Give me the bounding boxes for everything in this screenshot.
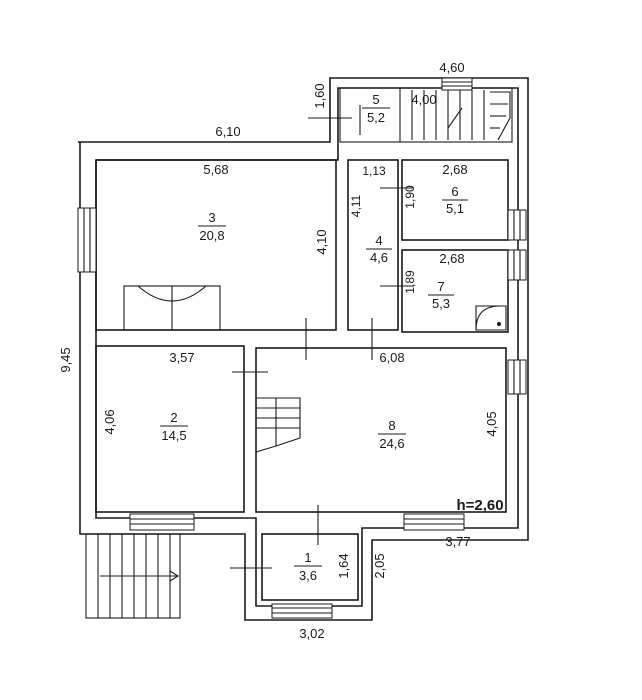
- window-room6: [507, 209, 527, 241]
- room-2-area: 14,5: [161, 428, 186, 443]
- room-7-number: 7: [437, 279, 444, 294]
- dim-porch-width: 3,02: [299, 626, 324, 641]
- exterior-walls: [78, 77, 529, 621]
- stairs-interior: [255, 397, 301, 453]
- windows: [77, 77, 527, 619]
- dim-room2-width: 3,57: [169, 350, 194, 365]
- room-6-area: 5,1: [446, 201, 464, 216]
- window-west: [77, 207, 97, 273]
- ceiling-height-note: h=2,60: [456, 497, 503, 514]
- dim-room3-height: 4,10: [314, 229, 329, 254]
- window-room7: [507, 249, 527, 281]
- dim-room6-width: 2,68: [442, 162, 467, 177]
- window-room2-south: [129, 513, 195, 531]
- room-5-area: 5,2: [367, 110, 385, 125]
- window-room1: [271, 603, 333, 619]
- room-labels: 3 20,8 2 14,5 8 24,6 4 4,6 6 5,1 7 5,3 5…: [160, 92, 468, 583]
- dim-room4-width: 1,13: [362, 164, 386, 178]
- dim-overall-height: 9,45: [58, 347, 73, 372]
- stairs-entrance: [85, 533, 181, 619]
- window-room8-south: [403, 513, 465, 531]
- room-1-area: 3,6: [299, 568, 317, 583]
- dim-room8-height: 4,05: [484, 411, 499, 436]
- dim-overall-width: 6,10: [215, 124, 240, 139]
- dim-room7-height: 1,89: [403, 270, 417, 294]
- dim-room3-width: 5,68: [203, 162, 228, 177]
- room-5-number: 5: [372, 92, 379, 107]
- dim-room7-width: 2,68: [439, 251, 464, 266]
- shower: [475, 305, 507, 331]
- window-room5: [441, 77, 473, 91]
- dim-room1-height: 1,64: [336, 553, 351, 578]
- dim-room5-inner: 4,00: [411, 92, 436, 107]
- dim-room4-height: 4,11: [349, 194, 363, 217]
- stairs-top: [411, 90, 511, 141]
- room-4-area: 4,6: [370, 250, 388, 265]
- window-room8-east: [507, 359, 527, 395]
- door-markers: [230, 105, 414, 569]
- room-3-area: 20,8: [199, 228, 224, 243]
- fireplace: [123, 285, 221, 331]
- dim-room8-width: 6,08: [379, 350, 404, 365]
- room-4-number: 4: [375, 233, 382, 248]
- dim-room5-width: 4,60: [439, 60, 464, 75]
- room-3-number: 3: [208, 210, 215, 225]
- dim-bottom-width: 3,77: [445, 534, 470, 549]
- room-8-number: 8: [388, 418, 395, 433]
- dim-room2-height: 4,06: [102, 409, 117, 434]
- dim-room6-height: 1,90: [403, 185, 417, 209]
- room-7-area: 5,3: [432, 296, 450, 311]
- room-6-number: 6: [451, 184, 458, 199]
- dim-room5-height: 1,60: [312, 83, 327, 108]
- room-1-number: 1: [304, 550, 311, 565]
- room-2-number: 2: [170, 410, 177, 425]
- room-8-area: 24,6: [379, 436, 404, 451]
- dim-porch-height: 2,05: [372, 553, 387, 578]
- dimension-labels: 6,10 9,45 5,68 4,10 3,57 4,06 6,08 4,05 …: [58, 60, 499, 641]
